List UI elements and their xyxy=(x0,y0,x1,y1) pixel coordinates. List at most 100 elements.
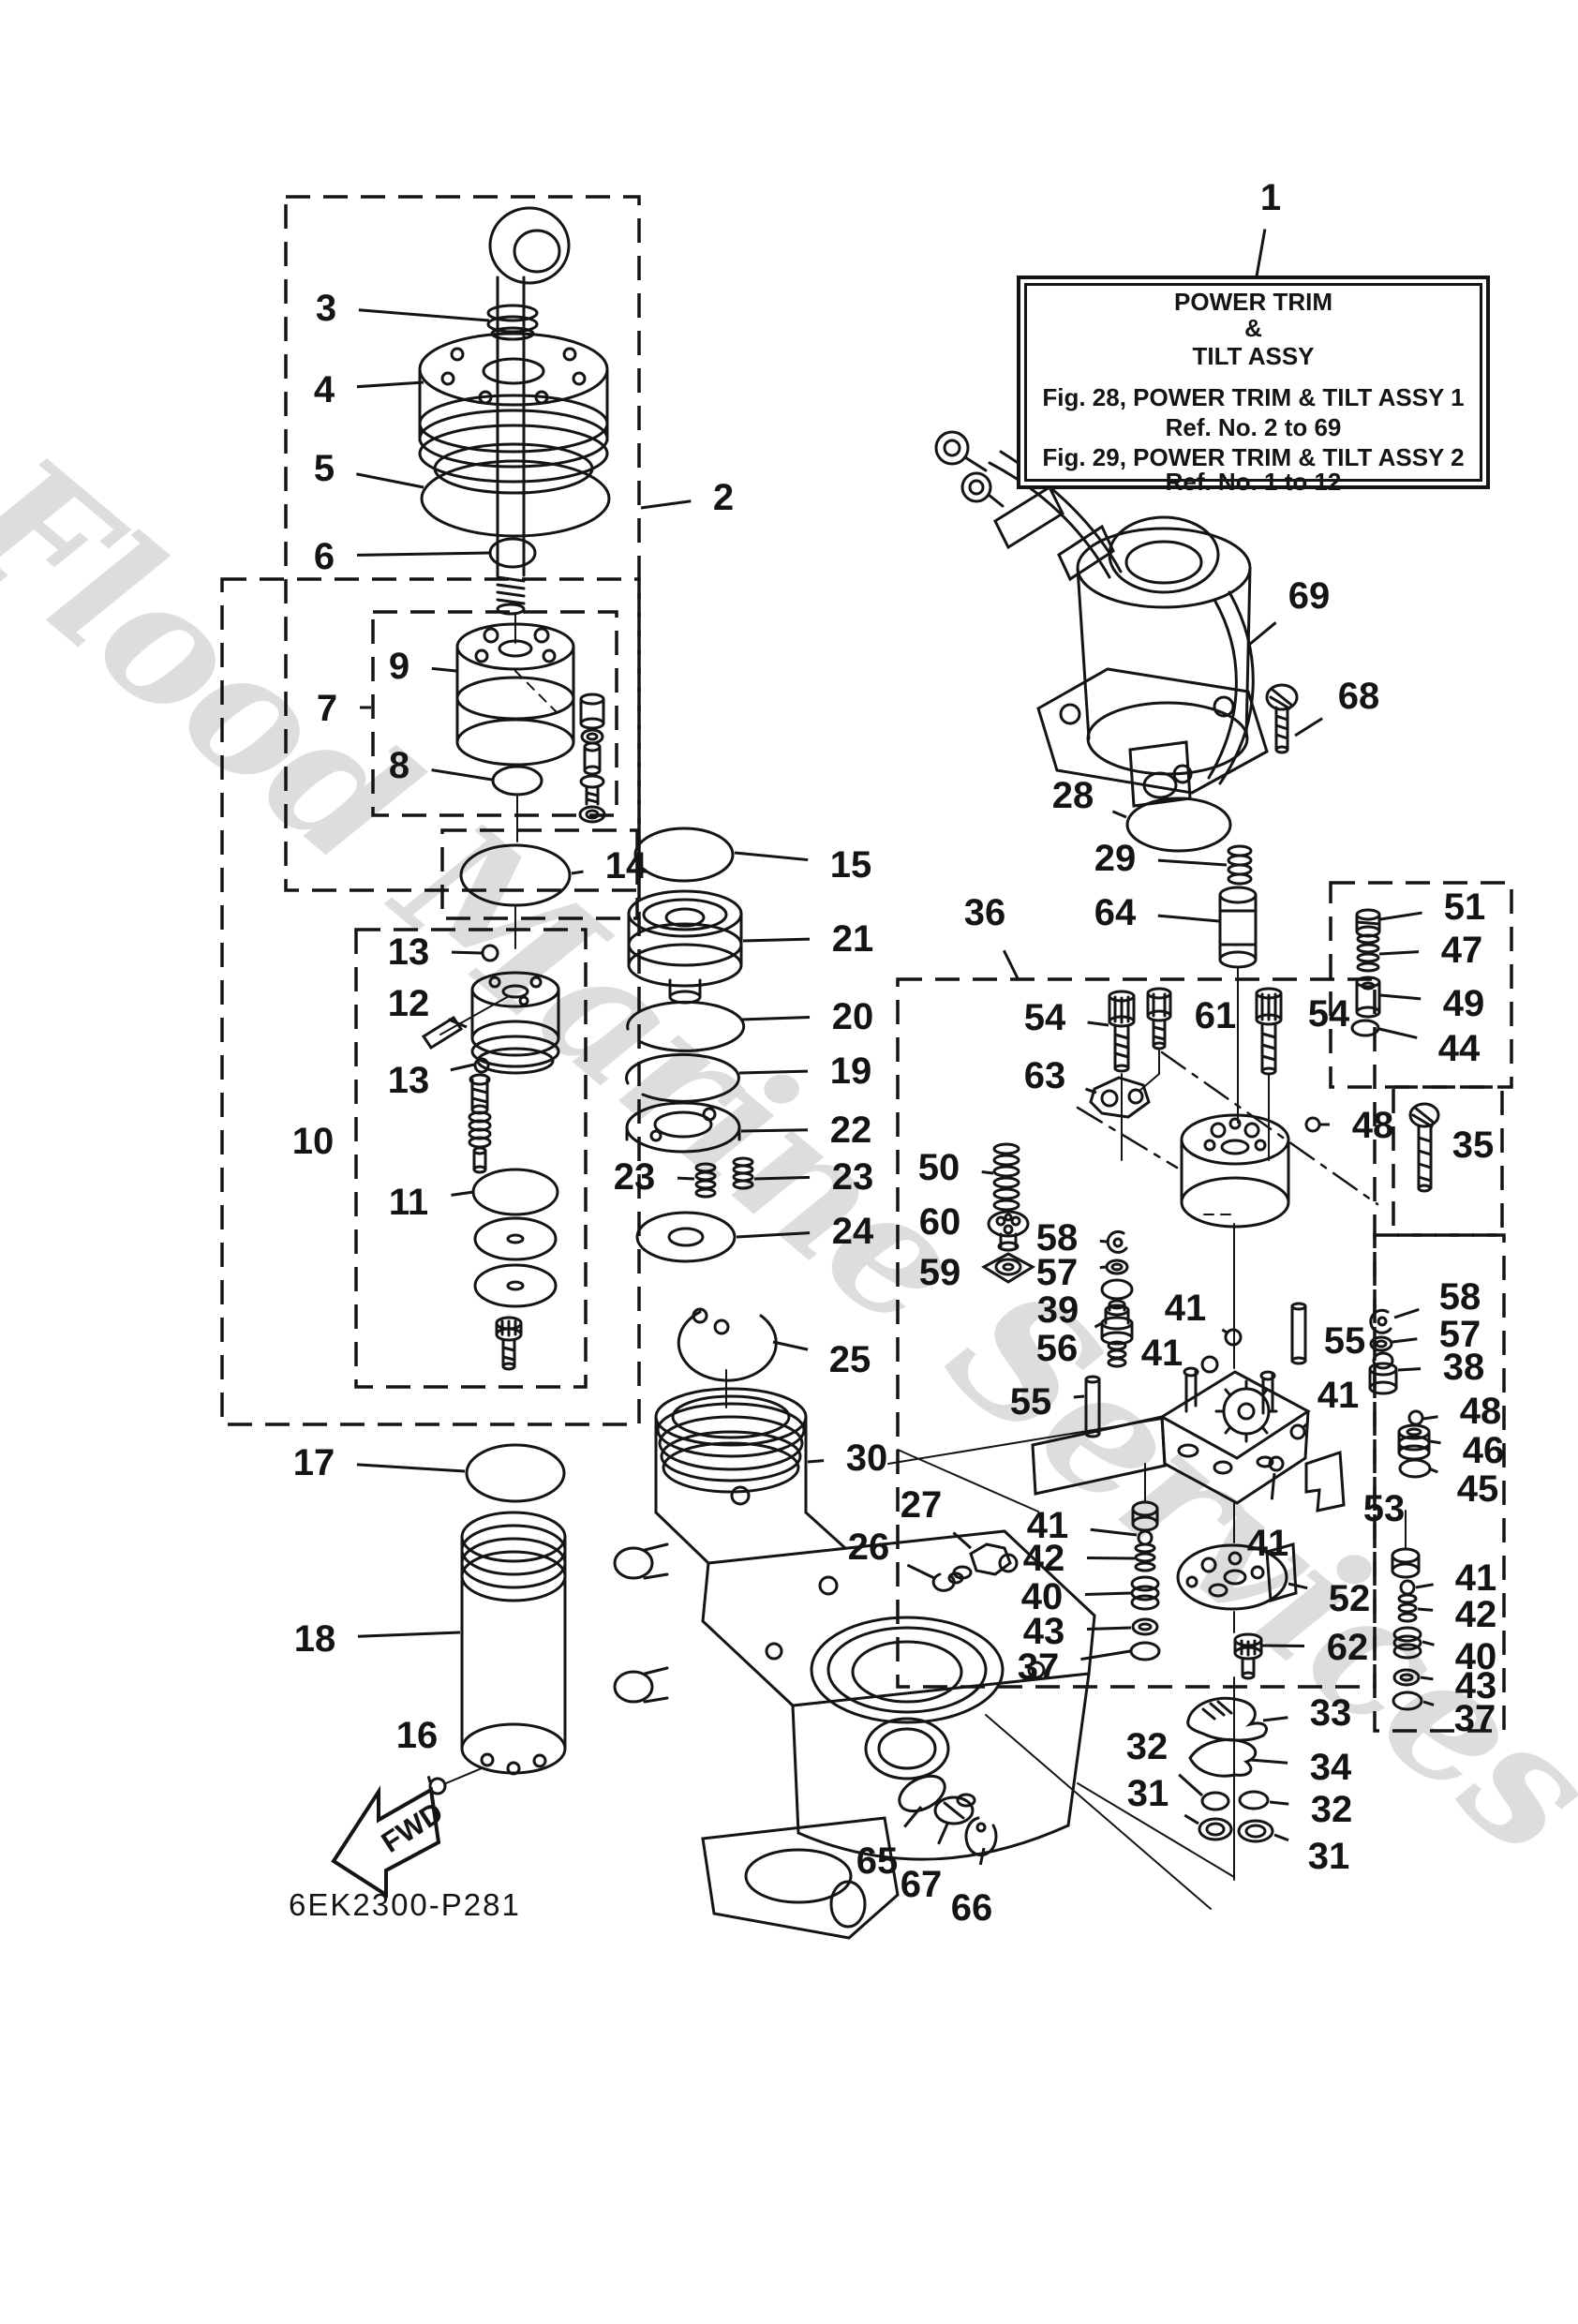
pin-55-left xyxy=(1084,1375,1101,1438)
callout-leader-23 xyxy=(753,1175,811,1181)
callout-41: 41 xyxy=(1165,1288,1207,1329)
group-box-left-outer xyxy=(220,577,641,1426)
callout-55: 55 xyxy=(1010,1381,1052,1423)
callout-58: 58 xyxy=(1439,1276,1481,1318)
callout-53: 53 xyxy=(1363,1488,1406,1529)
callout-40: 40 xyxy=(1021,1576,1064,1617)
callout-leader-65 xyxy=(903,1806,923,1828)
callout-41: 41 xyxy=(1455,1557,1497,1599)
callout-leader-37 xyxy=(1080,1649,1131,1661)
plug-27 xyxy=(947,1542,1012,1585)
callout-leader-12 xyxy=(447,1018,468,1029)
callout-68: 68 xyxy=(1338,676,1380,717)
ball-13b xyxy=(473,1057,490,1074)
piston-ring-19 xyxy=(624,1052,740,1103)
callout-21: 21 xyxy=(832,918,874,960)
title-line-4: Fig. 28, POWER TRIM & TILT ASSY 1 xyxy=(1042,383,1465,411)
motor-69 xyxy=(934,430,1269,808)
callout-leader-16 xyxy=(426,1775,432,1783)
callout-24: 24 xyxy=(832,1211,874,1252)
callout-38: 38 xyxy=(1443,1347,1485,1388)
callout-leader-33 xyxy=(1262,1716,1288,1722)
screw-10 xyxy=(495,1316,523,1371)
callout-69: 69 xyxy=(1288,575,1331,617)
callout-44: 44 xyxy=(1438,1028,1481,1069)
callout-45: 45 xyxy=(1457,1468,1499,1510)
callout-41: 41 xyxy=(1027,1505,1069,1546)
callout-32: 32 xyxy=(1126,1726,1169,1767)
callout-leader-42 xyxy=(1417,1607,1434,1612)
callout-22: 22 xyxy=(830,1110,872,1151)
bolt-54-left xyxy=(1108,990,1136,1161)
group-boxes-layer xyxy=(220,195,1513,1733)
callout-40: 40 xyxy=(1455,1636,1497,1677)
clip-66 xyxy=(964,1816,998,1857)
callout-leader-3 xyxy=(358,308,490,322)
seat-59 xyxy=(980,1252,1036,1284)
callout-27: 27 xyxy=(901,1484,943,1526)
callout-leader-57 xyxy=(1099,1265,1107,1270)
cylinder-49 xyxy=(1355,976,1381,1019)
callout-leader-20 xyxy=(740,1016,811,1021)
callout-leader-24 xyxy=(736,1231,811,1239)
o-ring-11 xyxy=(471,1168,559,1216)
callout-leader-4 xyxy=(356,380,424,389)
callout-leader-25 xyxy=(772,1340,809,1351)
callout-leader-43 xyxy=(1420,1676,1434,1681)
o-ring-44 xyxy=(1350,1019,1380,1037)
callout-leader-14 xyxy=(571,870,584,875)
callout-leader-28 xyxy=(1111,810,1127,819)
callout-16: 16 xyxy=(396,1715,439,1756)
o-ring-15 xyxy=(633,827,735,883)
alignment-lines xyxy=(887,1050,1379,1910)
callout-leader-30 xyxy=(807,1459,825,1464)
springs-23 xyxy=(694,1156,754,1199)
callout-49: 49 xyxy=(1443,983,1485,1024)
free-piston-12 xyxy=(470,971,560,1075)
callout-leader-47 xyxy=(1378,950,1420,956)
spring-47 xyxy=(1356,933,1380,973)
callout-leader-55 xyxy=(1073,1394,1085,1399)
callout-58: 58 xyxy=(1036,1217,1079,1259)
callout-leader-37 xyxy=(1422,1700,1435,1706)
washer-57-right xyxy=(1369,1335,1393,1352)
callout-leader-15 xyxy=(734,851,809,862)
callout-leader-41 xyxy=(1221,1328,1229,1335)
callout-67: 67 xyxy=(901,1864,943,1905)
callout-11: 11 xyxy=(389,1182,428,1223)
fwd-arrow: FWD xyxy=(331,1785,449,1899)
callout-35: 35 xyxy=(1452,1125,1495,1166)
valve-stack-10 xyxy=(468,1073,492,1174)
title-line-2: & xyxy=(1244,314,1262,342)
callout-19: 19 xyxy=(830,1050,872,1092)
o-ring-39 xyxy=(1100,1278,1134,1301)
callout-leader-32 xyxy=(1178,1773,1204,1797)
callout-47: 47 xyxy=(1441,930,1483,971)
callout-51: 51 xyxy=(1444,886,1486,928)
plate-53 xyxy=(1304,1450,1346,1512)
callout-12: 12 xyxy=(388,983,430,1024)
callout-42: 42 xyxy=(1023,1538,1065,1579)
ball-48a xyxy=(1304,1116,1321,1133)
callout-leader-38 xyxy=(1397,1367,1422,1372)
callout-48: 48 xyxy=(1460,1391,1502,1432)
callout-leader-56 xyxy=(1094,1321,1103,1329)
callout-leader-9 xyxy=(431,666,457,673)
ball-13a xyxy=(481,944,499,962)
callout-leader-58 xyxy=(1393,1307,1420,1319)
callout-leader-48 xyxy=(1422,1415,1438,1421)
callout-32: 32 xyxy=(1311,1789,1353,1830)
main-valve-body xyxy=(1180,1113,1290,1369)
callout-41: 41 xyxy=(1247,1523,1289,1564)
callout-leader-1 xyxy=(1255,229,1267,277)
title-line-5: Ref. No. 2 to 69 xyxy=(1165,413,1342,441)
callout-61: 61 xyxy=(1195,995,1237,1036)
callout-leader-32 xyxy=(1269,1800,1289,1806)
piston-ring-20 xyxy=(626,1000,746,1052)
check-balls-41 xyxy=(1200,1328,1306,1472)
callout-1: 1 xyxy=(1260,177,1281,218)
part-artwork-layer xyxy=(418,206,1440,1940)
callout-46: 46 xyxy=(1463,1430,1505,1471)
